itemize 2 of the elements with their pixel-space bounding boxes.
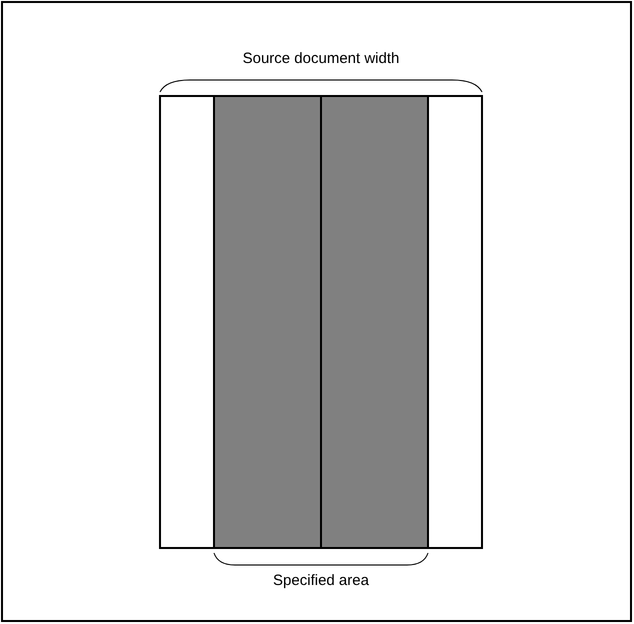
dimension-label: Source document width xyxy=(242,50,400,67)
dimension-label: Specified area xyxy=(273,572,369,589)
